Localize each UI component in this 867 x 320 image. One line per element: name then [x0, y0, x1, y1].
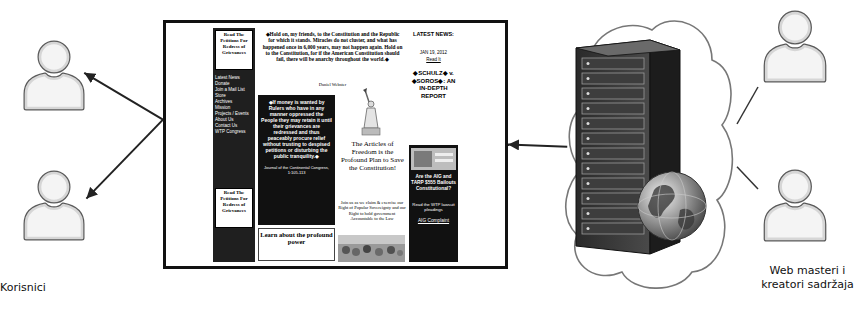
citation-text: Journal of the Continental Congress, 1:1…	[261, 166, 332, 176]
news-heading: LATEST NEWS:	[409, 31, 458, 38]
nav-link: Latest News	[215, 75, 254, 80]
nav-link: Contact Us	[215, 123, 254, 128]
rack-bay	[582, 208, 644, 219]
rack-bay	[582, 178, 644, 189]
nav-link: Archives	[215, 99, 254, 104]
user-icon	[758, 165, 832, 245]
rack-bay	[582, 223, 644, 234]
rack-bay	[582, 88, 644, 99]
group-label: Web masteri i kreatori sadržaja	[748, 264, 867, 292]
server-cloud	[562, 10, 737, 295]
news-column: Are the AIG and TARP $555 Bailouts Const…	[407, 28, 460, 262]
quote-box: ◆If money is wanted by Rulers who have i…	[258, 95, 335, 225]
user-icon	[758, 5, 832, 87]
web-page-screenshot: Read The Petitions For Redress of Grieva…	[163, 20, 508, 269]
link-text: Read The Petitions For Redress of Grieva…	[216, 190, 252, 214]
promo-text: Are the AIG and TARP $555 Bailouts Const…	[411, 174, 456, 191]
news-title: ◆SCHULZ◆ v. ◆SOROS◆: AN IN-DEPTH REPORT	[409, 70, 458, 100]
connector-line	[737, 167, 758, 189]
rack-led	[587, 62, 590, 65]
rack-top	[576, 40, 680, 56]
cloud-outline	[566, 21, 733, 288]
rack-led	[587, 212, 590, 215]
news-date: JAN 19, 2012	[409, 50, 458, 55]
user-outline	[758, 5, 832, 87]
user-icon	[18, 38, 90, 112]
rack-front	[576, 40, 650, 254]
globe	[638, 172, 706, 240]
rack-bay	[582, 133, 644, 144]
rack-led	[587, 77, 590, 80]
rack-led	[587, 137, 590, 140]
rack-bay	[582, 148, 644, 159]
rack-led	[587, 152, 590, 155]
nav-link: Donate	[215, 81, 254, 86]
rack-led	[587, 107, 590, 110]
nav-link: Join a Mail List	[215, 87, 254, 92]
arrow-connector	[86, 120, 163, 199]
user-icon	[18, 165, 90, 245]
petition-box: Read The Petitions For Redress of Grieva…	[215, 188, 253, 228]
group-label: Korisnici	[0, 281, 62, 294]
learn-box: Learn about the profound power	[258, 228, 335, 261]
rack-led	[587, 197, 590, 200]
promo-text: Read the WTP lawsuit pleadings	[411, 202, 456, 212]
rack-led	[587, 227, 590, 230]
headline-text: The Articles of Freedom is the Profound …	[339, 140, 406, 172]
petition-box: Read The Petitions For Redress of Grieva…	[215, 30, 253, 70]
nav-link: Projects / Events	[215, 111, 254, 116]
quote-text: ◆If money is wanted by Rulers who have i…	[261, 99, 332, 159]
server-illustration	[562, 10, 737, 295]
body-text: Join us as we claim & exercise our Right…	[338, 200, 406, 222]
nav-link: About Us	[215, 117, 254, 122]
quote-author: Daniel Webster	[262, 82, 403, 87]
nav-link: WTP Congress	[215, 129, 254, 134]
rack-led	[587, 122, 590, 125]
arrow-connector	[84, 73, 163, 120]
rack-led	[587, 182, 590, 185]
rack-bay	[582, 73, 644, 84]
user-outline	[18, 38, 90, 112]
link-text: AIG Complaint	[411, 218, 456, 224]
rack-led	[587, 92, 590, 95]
rack-bay	[582, 193, 644, 204]
link-text: Read It	[409, 57, 458, 62]
rack-bay	[582, 163, 644, 174]
rack-bay	[582, 58, 644, 69]
bailout-box: Are the AIG and TARP $555 Bailouts Const…	[409, 145, 458, 262]
quote-text: ◆Hold on, my friends, to the Constitutio…	[262, 31, 403, 63]
rack-led	[587, 167, 590, 170]
user-outline	[18, 165, 90, 245]
rack-bay	[582, 118, 644, 129]
rack-bay	[582, 103, 644, 114]
arrow-connector	[508, 145, 567, 147]
user-outline	[758, 165, 832, 245]
link-text: Read The Petitions For Redress of Grieva…	[216, 32, 252, 56]
nav-column: Read The Petitions For Redress of Grieva…	[213, 28, 255, 262]
nav-link: Store	[215, 93, 254, 98]
nav-link: Mission	[215, 105, 254, 110]
link-text: Learn about the profound power	[260, 231, 333, 246]
connector-line	[737, 87, 758, 124]
